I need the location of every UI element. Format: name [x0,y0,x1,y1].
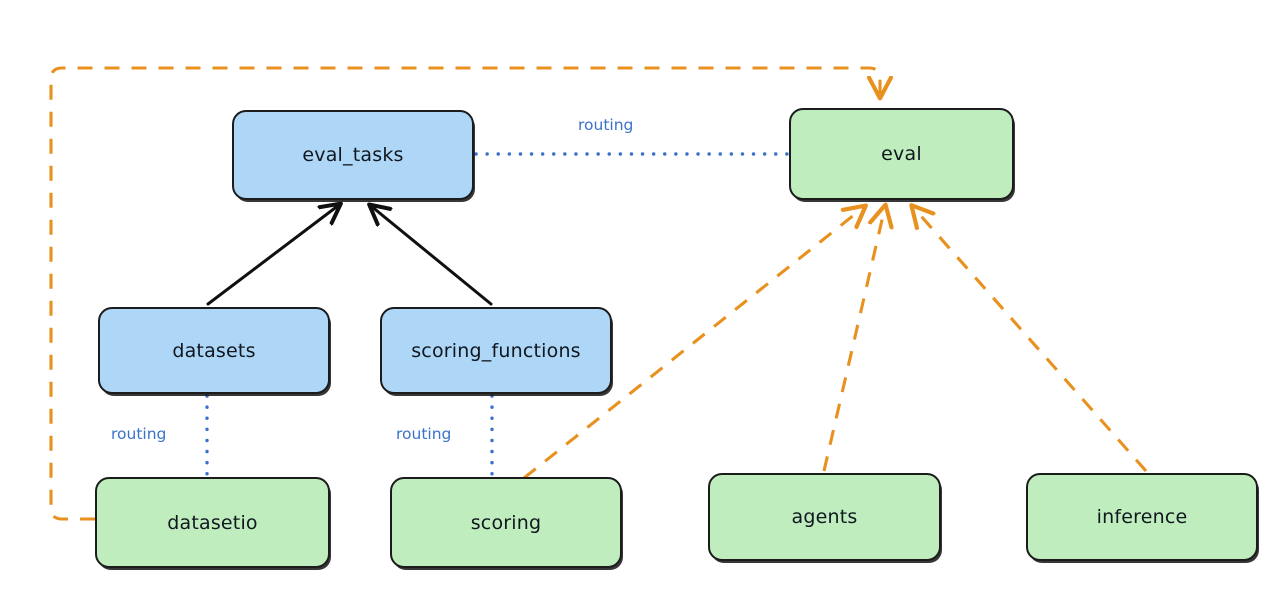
node-label: scoring_functions [411,339,581,362]
node-label: inference [1096,506,1188,528]
node-datasetio[interactable]: datasetio [95,477,330,568]
node-label: datasetio [167,511,258,534]
node-label: scoring [470,511,542,534]
node-datasets[interactable]: datasets [98,307,330,394]
node-label: eval [881,143,922,165]
node-agents[interactable]: agents [708,473,941,561]
node-inference[interactable]: inference [1026,473,1258,561]
node-label: agents [791,506,858,528]
edge-label-routing-datasetio: routing [111,425,167,443]
node-scoring-functions[interactable]: scoring_functions [380,307,612,394]
node-eval[interactable]: eval [789,108,1014,200]
node-scoring[interactable]: scoring [390,477,622,568]
edge-label-routing-scoring: routing [396,425,452,443]
node-label: datasets [172,339,256,362]
edge-agents-eval [822,207,885,472]
edge-inference-eval [913,207,1148,473]
node-eval-tasks[interactable]: eval_tasks [232,110,474,200]
edge-datasets-eval_tasks [206,205,339,306]
node-label: eval_tasks [302,144,404,166]
edge-label-routing-eval: routing [578,116,634,134]
edge-scoring_functions-eval_tasks [371,206,493,306]
